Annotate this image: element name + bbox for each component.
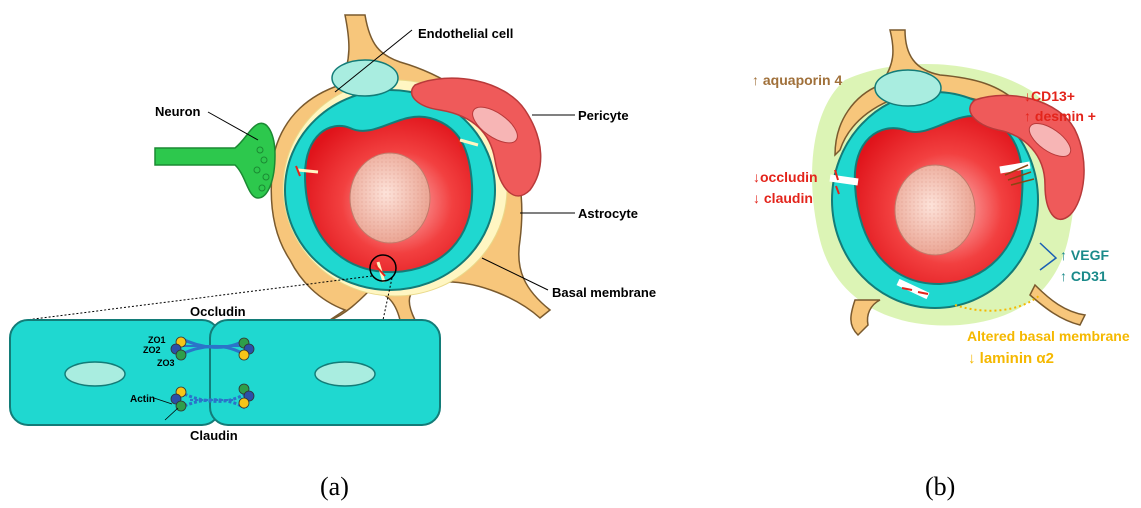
label-zo2: ZO2 xyxy=(143,345,161,355)
label-actin: Actin xyxy=(130,394,155,405)
caption-b: (b) xyxy=(925,472,955,501)
label-zo3: ZO3 xyxy=(157,358,175,368)
label-pericyte: Pericyte xyxy=(578,108,629,123)
label-neuron: Neuron xyxy=(155,104,201,119)
label-altered-basal: Altered basal membrane xyxy=(967,328,1130,344)
label-zo1: ZO1 xyxy=(148,335,166,345)
label-laminin: ↓ laminin α2 xyxy=(968,350,1054,367)
label-desmin: ↑ desmin + xyxy=(1024,108,1096,124)
label-basal-membrane: Basal membrane xyxy=(552,285,656,300)
label-vegf: ↑ VEGF xyxy=(1060,247,1109,263)
panel-a: Endothelial cell Neuron Pericyte Astrocy… xyxy=(10,15,656,501)
endothelial-nucleus-b xyxy=(875,70,941,106)
panel-b: ↑ aquaporin 4 ↓CD13+ ↑ desmin + ↓occludi… xyxy=(752,30,1130,501)
endothelial-nucleus-a xyxy=(332,60,398,96)
label-occludin: Occludin xyxy=(190,304,246,319)
label-occludin-b: ↓occludin xyxy=(753,169,818,185)
label-claudin-b: ↓ claudin xyxy=(753,190,813,206)
label-endothelial-cell: Endothelial cell xyxy=(418,26,513,41)
label-astrocyte: Astrocyte xyxy=(578,206,638,221)
label-aquaporin: ↑ aquaporin 4 xyxy=(752,72,842,88)
label-cd31: ↑ CD31 xyxy=(1060,268,1107,284)
label-claudin: Claudin xyxy=(190,428,238,443)
neuron-a xyxy=(155,123,275,198)
caption-a: (a) xyxy=(320,472,349,501)
label-cd13: ↓CD13+ xyxy=(1024,88,1075,104)
